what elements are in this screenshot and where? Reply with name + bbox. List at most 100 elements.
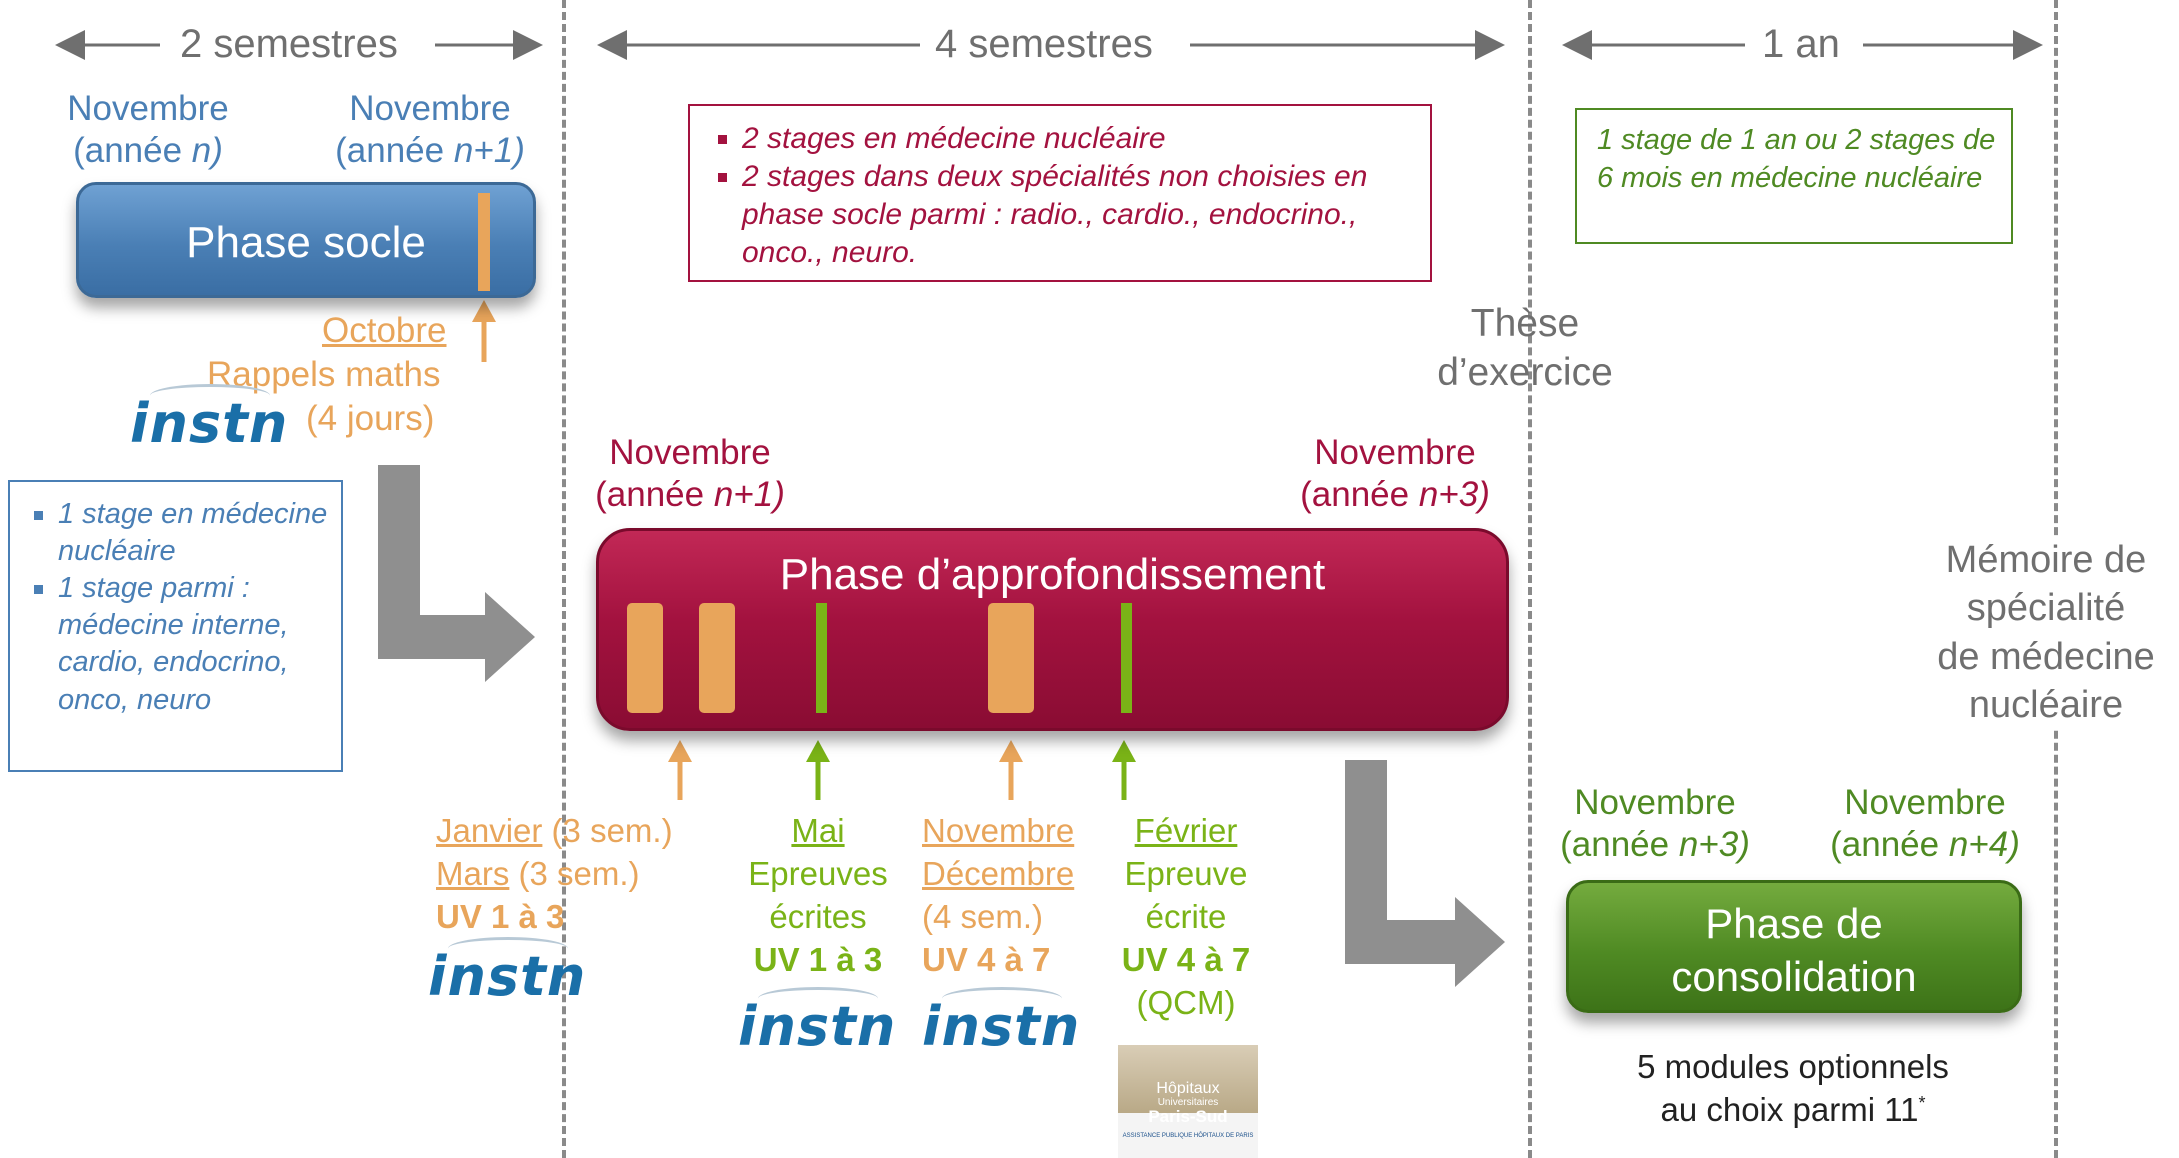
approfondissement-start-month: Novembre bbox=[609, 433, 771, 472]
consolidation-start-year: (année n+3) bbox=[1560, 825, 1750, 864]
phase-consolidation-label: Phase de consolidation bbox=[1569, 897, 2019, 1004]
separator-1 bbox=[562, 0, 566, 1158]
memoire-specialite: Mémoire de spécialité de médecine nucléa… bbox=[1915, 536, 2177, 729]
socle-event-line2: (4 jours) bbox=[306, 399, 435, 438]
consolidation-stage-text: 1 stage de 1 an ou 2 stages de 6 mois en… bbox=[1597, 124, 1996, 194]
event-fevrier: Février Epreuve écrite UV 4 à 7 (QCM) bbox=[1106, 810, 1266, 1024]
socle-stage-item: 1 stage parmi : médecine interne, cardio… bbox=[34, 570, 333, 718]
event-mai-line1: Epreuves bbox=[748, 854, 888, 892]
hopitaux-logo-line4: ASSISTANCE PUBLIQUE HÔPITAUX DE PARIS bbox=[1122, 1133, 1254, 1139]
approfondissement-stages-box: 2 stages en médecine nucléaire 2 stages … bbox=[688, 104, 1432, 282]
socle-stage-item: 1 stage en médecine nucléaire bbox=[34, 496, 333, 570]
socle-end-month: Novembre bbox=[349, 89, 511, 128]
socle-event-month: Octobre bbox=[322, 311, 447, 350]
instn-logo-4-arc bbox=[942, 987, 1062, 1010]
approfondissement-stage-item: 2 stages dans deux spécialités non chois… bbox=[718, 158, 1420, 272]
these-line2: d’exercice bbox=[1437, 350, 1613, 394]
event-arrow-fevrier bbox=[1112, 740, 1136, 800]
socle-end-date: Novembre (année n+1) bbox=[325, 88, 535, 172]
consolidation-end-month: Novembre bbox=[1844, 783, 2006, 822]
phase-consolidation-line2: consolidation bbox=[1671, 953, 1917, 1001]
event-fevrier-line2: écrite bbox=[1145, 897, 1227, 935]
consolidation-stage-box: 1 stage de 1 an ou 2 stages de 6 mois en… bbox=[1575, 108, 2013, 244]
consolidation-modules-line1: 5 modules optionnels bbox=[1637, 1048, 1949, 1085]
duration-label-2: 4 semestres bbox=[935, 22, 1153, 66]
phase-approfondissement-bar: Phase d’approfondissement bbox=[596, 528, 1509, 731]
these-line1: Thèse bbox=[1470, 302, 1580, 345]
separator-2 bbox=[1528, 0, 1532, 1158]
consolidation-start-date: Novembre (année n+3) bbox=[1545, 782, 1765, 866]
memoire-line2: spécialité bbox=[1966, 587, 2126, 630]
event-janvier-uv: UV 1 à 3 bbox=[436, 897, 565, 935]
instn-logo-2: instn bbox=[428, 937, 586, 1008]
approfondissement-end-year: (année n+3) bbox=[1300, 475, 1490, 514]
uv-block-novembre-decembre bbox=[988, 603, 1034, 713]
event-novembre-month: Novembre bbox=[922, 812, 1075, 849]
event-fevrier-line1: Epreuve bbox=[1124, 854, 1248, 892]
consolidation-modules: 5 modules optionnels au choix parmi 11* bbox=[1560, 1046, 2026, 1132]
event-arrow-octobre bbox=[472, 300, 496, 362]
approfondissement-end-month: Novembre bbox=[1314, 433, 1476, 472]
phase-consolidation-bar: Phase de consolidation bbox=[1566, 880, 2022, 1013]
memoire-line1: Mémoire de bbox=[1945, 539, 2147, 581]
exam-marker-mai bbox=[816, 603, 827, 713]
memoire-line3: de médecine bbox=[1937, 635, 2155, 678]
event-mai: Mai Epreuves écrites UV 1 à 3 bbox=[728, 810, 908, 982]
socle-start-date: Novembre (année n) bbox=[58, 88, 238, 172]
socle-start-year: (année n) bbox=[73, 131, 223, 170]
event-novembre-uv: UV 4 à 7 bbox=[922, 940, 1051, 978]
consolidation-end-date: Novembre (année n+4) bbox=[1815, 782, 2035, 866]
approfondissement-start-year: (année n+1) bbox=[595, 475, 785, 514]
event-mai-uv: UV 1 à 3 bbox=[753, 940, 883, 978]
uv-block-mars bbox=[699, 603, 735, 713]
hopitaux-logo-line2: Universitaires bbox=[1157, 1097, 1219, 1108]
duration-label-1: 2 semestres bbox=[180, 22, 398, 66]
socle-stages-box: 1 stage en médecine nucléaire 1 stage pa… bbox=[8, 480, 343, 772]
phase-socle-bar: Phase socle bbox=[76, 182, 536, 298]
uv-block-janvier bbox=[627, 603, 663, 713]
socle-start-month: Novembre bbox=[67, 89, 229, 128]
event-novembre-duration: (4 sem.) bbox=[922, 897, 1044, 935]
memoire-line4: nucléaire bbox=[1968, 683, 2124, 726]
event-fevrier-month: Février bbox=[1134, 812, 1238, 849]
event-novembre-decembre: Novembre Décembre (4 sem.) UV 4 à 7 bbox=[922, 810, 1074, 982]
connector-approfondissement-to-consolidation bbox=[1345, 760, 1505, 987]
approfondissement-end-date: Novembre (année n+3) bbox=[1285, 432, 1505, 516]
consolidation-modules-line2: au choix parmi 11* bbox=[1660, 1090, 1926, 1128]
event-janvier-duration: (3 sem.) bbox=[542, 812, 673, 849]
approfondissement-start-date: Novembre (année n+1) bbox=[580, 432, 800, 516]
event-fevrier-uv: UV 4 à 7 bbox=[1121, 940, 1251, 978]
event-mars-month: Mars bbox=[436, 854, 510, 892]
event-janvier-month: Janvier bbox=[436, 812, 543, 849]
hopitaux-paris-sud-logo: Hôpitaux Universitaires Paris-Sud ASSIST… bbox=[1118, 1045, 1258, 1158]
hopitaux-logo-line1: Hôpitaux bbox=[1156, 1080, 1220, 1097]
these-exercice: Thèse d’exercice bbox=[1400, 300, 1650, 398]
phase-socle-label: Phase socle bbox=[186, 218, 426, 267]
instn-logo-3: instn bbox=[738, 987, 896, 1058]
approfondissement-stage-item: 2 stages en médecine nucléaire bbox=[718, 120, 1420, 158]
instn-logo-4: instn bbox=[922, 987, 1080, 1058]
event-mars-duration: (3 sem.) bbox=[509, 854, 640, 892]
socle-event-marker bbox=[478, 193, 490, 291]
hopitaux-logo-line3: Paris-Sud bbox=[1148, 1107, 1228, 1126]
socle-end-year: (année n+1) bbox=[335, 131, 525, 170]
connector-socle-to-approfondissement bbox=[378, 465, 535, 682]
event-mai-line2: écrites bbox=[769, 897, 867, 935]
instn-logo-1: instn bbox=[130, 384, 288, 455]
exam-marker-fevrier bbox=[1121, 603, 1132, 713]
phase-consolidation-line1: Phase de bbox=[1705, 900, 1883, 947]
duration-label-3: 1 an bbox=[1762, 22, 1840, 66]
instn-logo-1-arc bbox=[150, 384, 270, 407]
event-arrow-mai bbox=[806, 740, 830, 800]
event-janvier-mars: Janvier (3 sem.) Mars (3 sem.) UV 1 à 3 bbox=[436, 810, 673, 939]
event-arrow-janvier bbox=[668, 740, 692, 800]
event-arrow-novembre bbox=[999, 740, 1023, 800]
instn-logo-3-arc bbox=[758, 987, 878, 1010]
instn-logo-2-arc bbox=[448, 937, 568, 960]
event-mai-month: Mai bbox=[791, 812, 845, 849]
event-fevrier-qcm: (QCM) bbox=[1136, 983, 1236, 1021]
event-decembre-month: Décembre bbox=[922, 854, 1075, 892]
consolidation-end-year: (année n+4) bbox=[1830, 825, 2020, 864]
consolidation-start-month: Novembre bbox=[1574, 783, 1736, 822]
